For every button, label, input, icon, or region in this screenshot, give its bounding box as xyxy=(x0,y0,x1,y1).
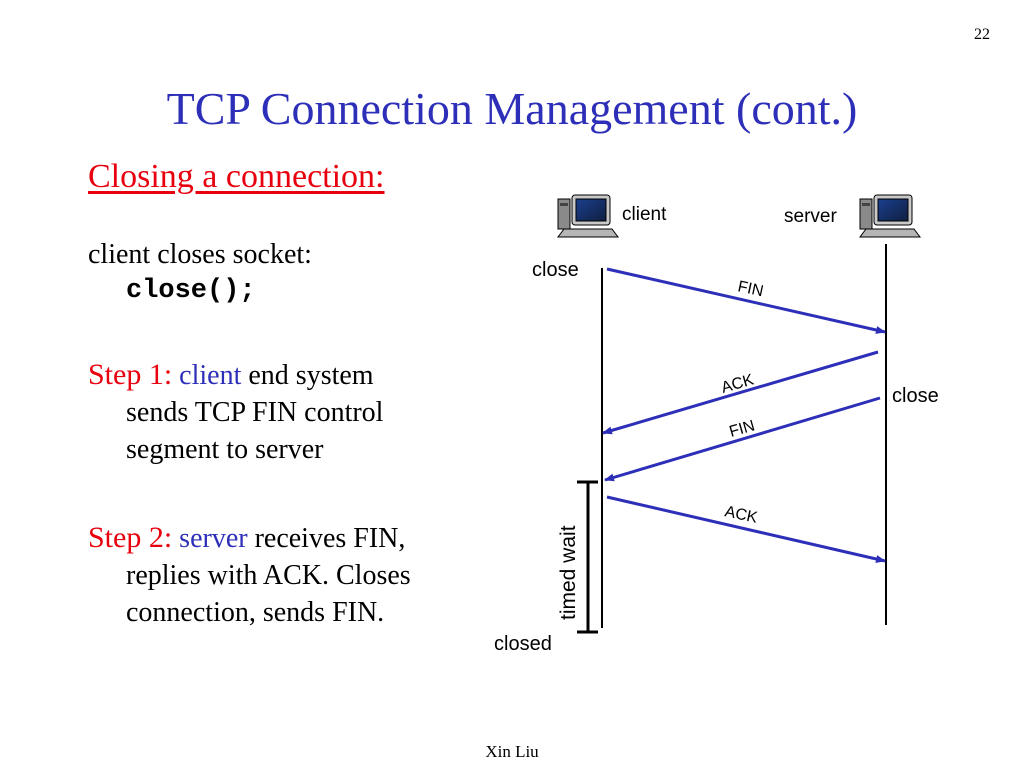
slide-title: TCP Connection Management (cont.) xyxy=(166,83,858,134)
step-1-line1: end system xyxy=(241,360,374,391)
message-label-fin-1: FIN xyxy=(736,278,765,300)
fin-arrow-server-to-client xyxy=(604,396,881,482)
step-1-line3: segment to server xyxy=(126,433,324,465)
closed-label: closed xyxy=(494,633,552,655)
message-label-fin-2: FIN xyxy=(727,417,756,440)
socket-description: client closes socket: close(); xyxy=(88,237,312,310)
ack-arrow-client-to-server xyxy=(606,495,886,563)
ack-arrow-server-to-client xyxy=(602,350,879,435)
slide-number: 22 xyxy=(974,26,990,43)
step-1-actor: client xyxy=(179,360,242,391)
server-computer-icon xyxy=(859,194,921,238)
timed-wait-label: timed wait xyxy=(557,525,580,620)
server-close-label: close xyxy=(892,385,939,407)
step-2-line3: connection, sends FIN. xyxy=(126,596,385,628)
step-1-label: Step 1: xyxy=(88,358,173,391)
client-close-label: close xyxy=(532,259,579,281)
step-2-label: Step 2: xyxy=(88,521,173,554)
step-2-line1: receives FIN, xyxy=(247,523,406,554)
step-2-line2: replies with ACK. Closes xyxy=(126,559,411,591)
server-label: server xyxy=(784,206,837,227)
client-computer-icon xyxy=(557,194,619,238)
step-2-actor: server xyxy=(179,523,248,554)
client-label: client xyxy=(622,204,667,225)
section-heading: Closing a connection: xyxy=(88,158,385,195)
socket-text: client closes socket: xyxy=(88,239,312,270)
message-label-ack-2: ACK xyxy=(723,503,759,527)
step-1-line2: sends TCP FIN control xyxy=(126,396,384,428)
socket-code: close(); xyxy=(126,275,256,306)
footer-author: Xin Liu xyxy=(485,742,539,761)
step-2: Step 2: server receives FIN, replies wit… xyxy=(88,518,508,632)
step-1: Step 1: client end system sends TCP FIN … xyxy=(88,355,468,469)
timed-wait-bracket xyxy=(577,480,598,634)
fin-arrow-client-to-server xyxy=(606,267,886,334)
